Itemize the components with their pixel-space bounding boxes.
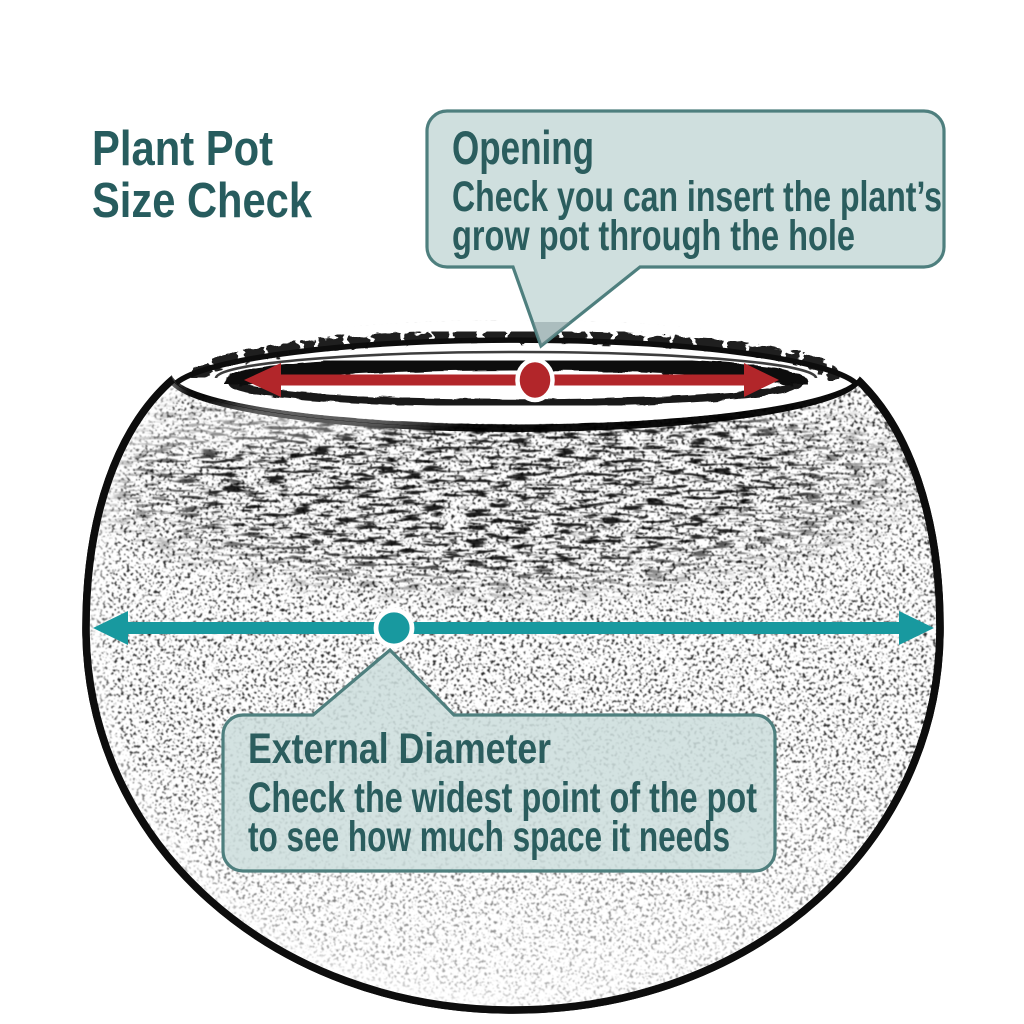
svg-text:grow pot through the hole: grow pot through the hole [452, 212, 855, 260]
svg-text:Check you can insert the plant: Check you can insert the plant’s [452, 173, 942, 221]
svg-text:External Diameter: External Diameter [248, 725, 551, 773]
svg-text:to see how much space it needs: to see how much space it needs [248, 813, 730, 861]
svg-text:Plant Pot: Plant Pot [92, 122, 273, 176]
svg-text:Size Check: Size Check [92, 174, 313, 228]
svg-text:Check the widest point of the: Check the widest point of the pot [248, 774, 757, 822]
svg-text:Opening: Opening [452, 121, 594, 174]
